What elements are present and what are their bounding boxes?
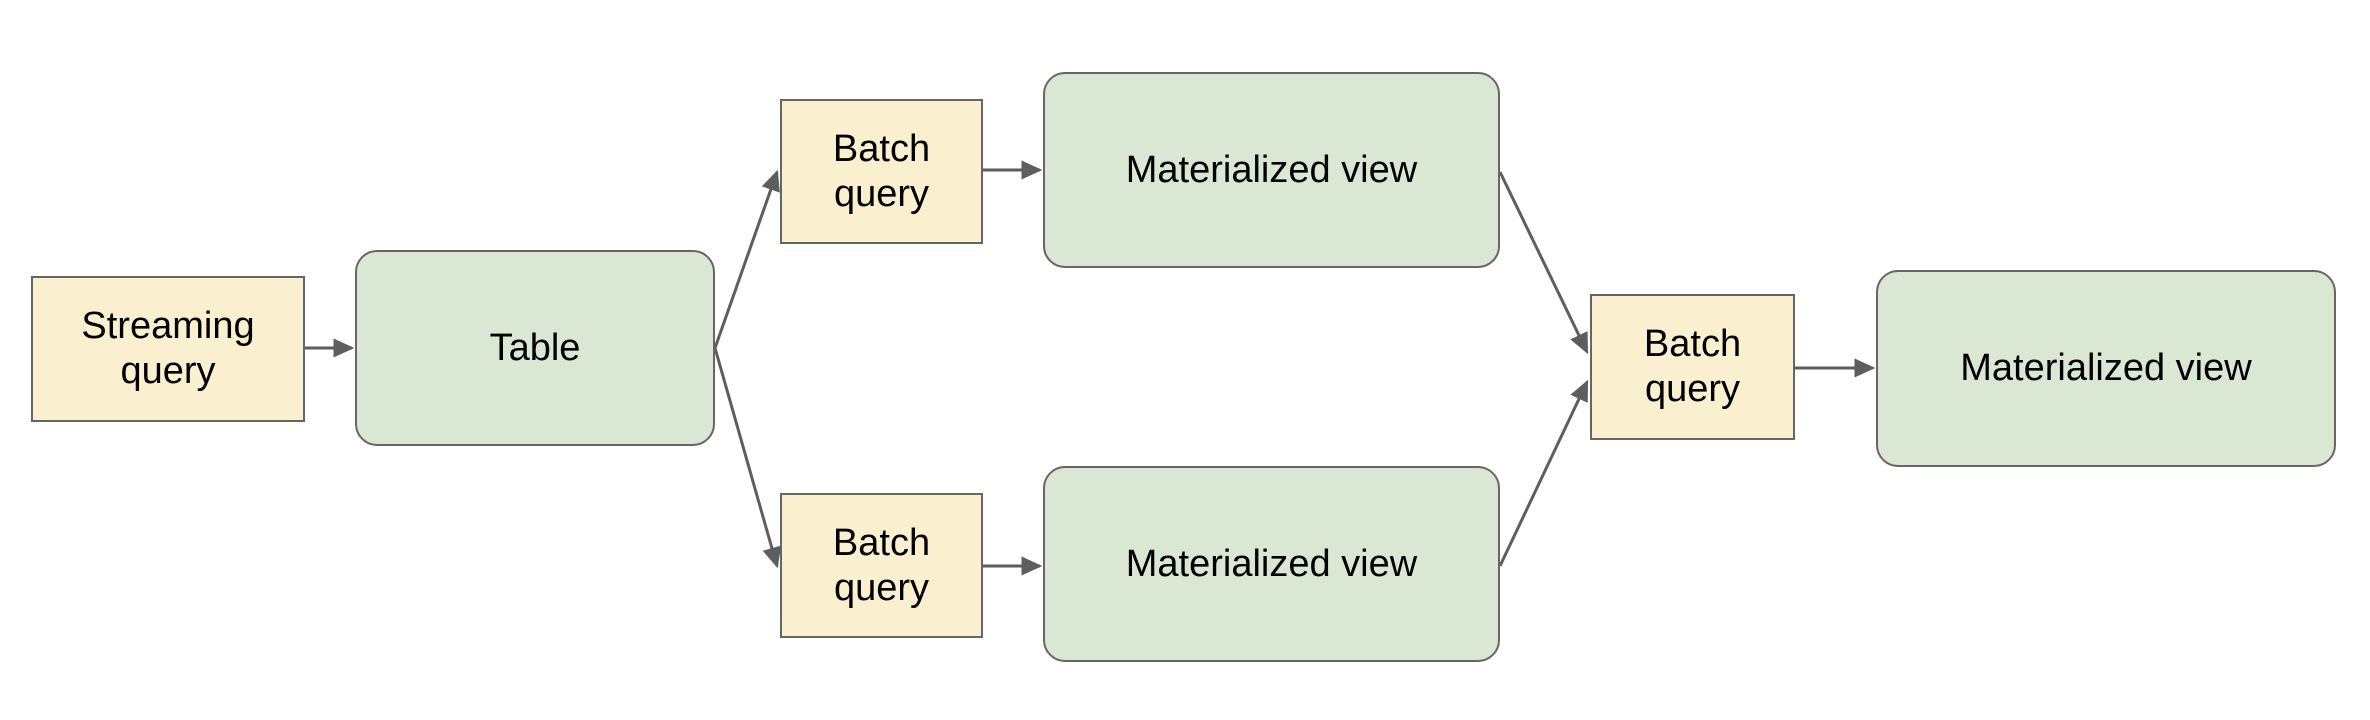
edge-table-to-batch-query-top [713,169,780,349]
node-label-batch-query-join: Batch query [1643,323,1742,410]
edge-table-to-batch-query-bottom [713,347,782,569]
edge-materialized-view-bottom-to-batch-query-join [1498,379,1589,567]
node-label-table: Table [489,326,581,369]
node-label-materialized-view-final: Materialized view [1960,347,2252,390]
node-label-streaming-query: Streaming query [81,305,255,392]
node-label-batch-query-top: Batch query [832,127,931,215]
node-table[interactable]: Table [355,250,715,446]
edge-materialized-view-top-to-batch-query-join [1498,171,1589,355]
node-batch-query-join[interactable]: Batch query [1590,294,1795,440]
node-label-batch-query-bottom: Batch query [832,521,931,609]
node-streaming-query[interactable]: Streaming query [31,276,305,422]
node-materialized-view-top[interactable]: Materialized view [1043,72,1500,268]
node-label-materialized-view-top: Materialized view [1125,148,1418,191]
node-materialized-view-bottom[interactable]: Materialized view [1043,466,1500,662]
node-materialized-view-final[interactable]: Materialized view [1876,270,2336,467]
node-label-materialized-view-bottom: Materialized view [1125,542,1418,585]
node-batch-query-bottom[interactable]: Batch query [780,493,983,638]
node-batch-query-top[interactable]: Batch query [780,99,983,244]
